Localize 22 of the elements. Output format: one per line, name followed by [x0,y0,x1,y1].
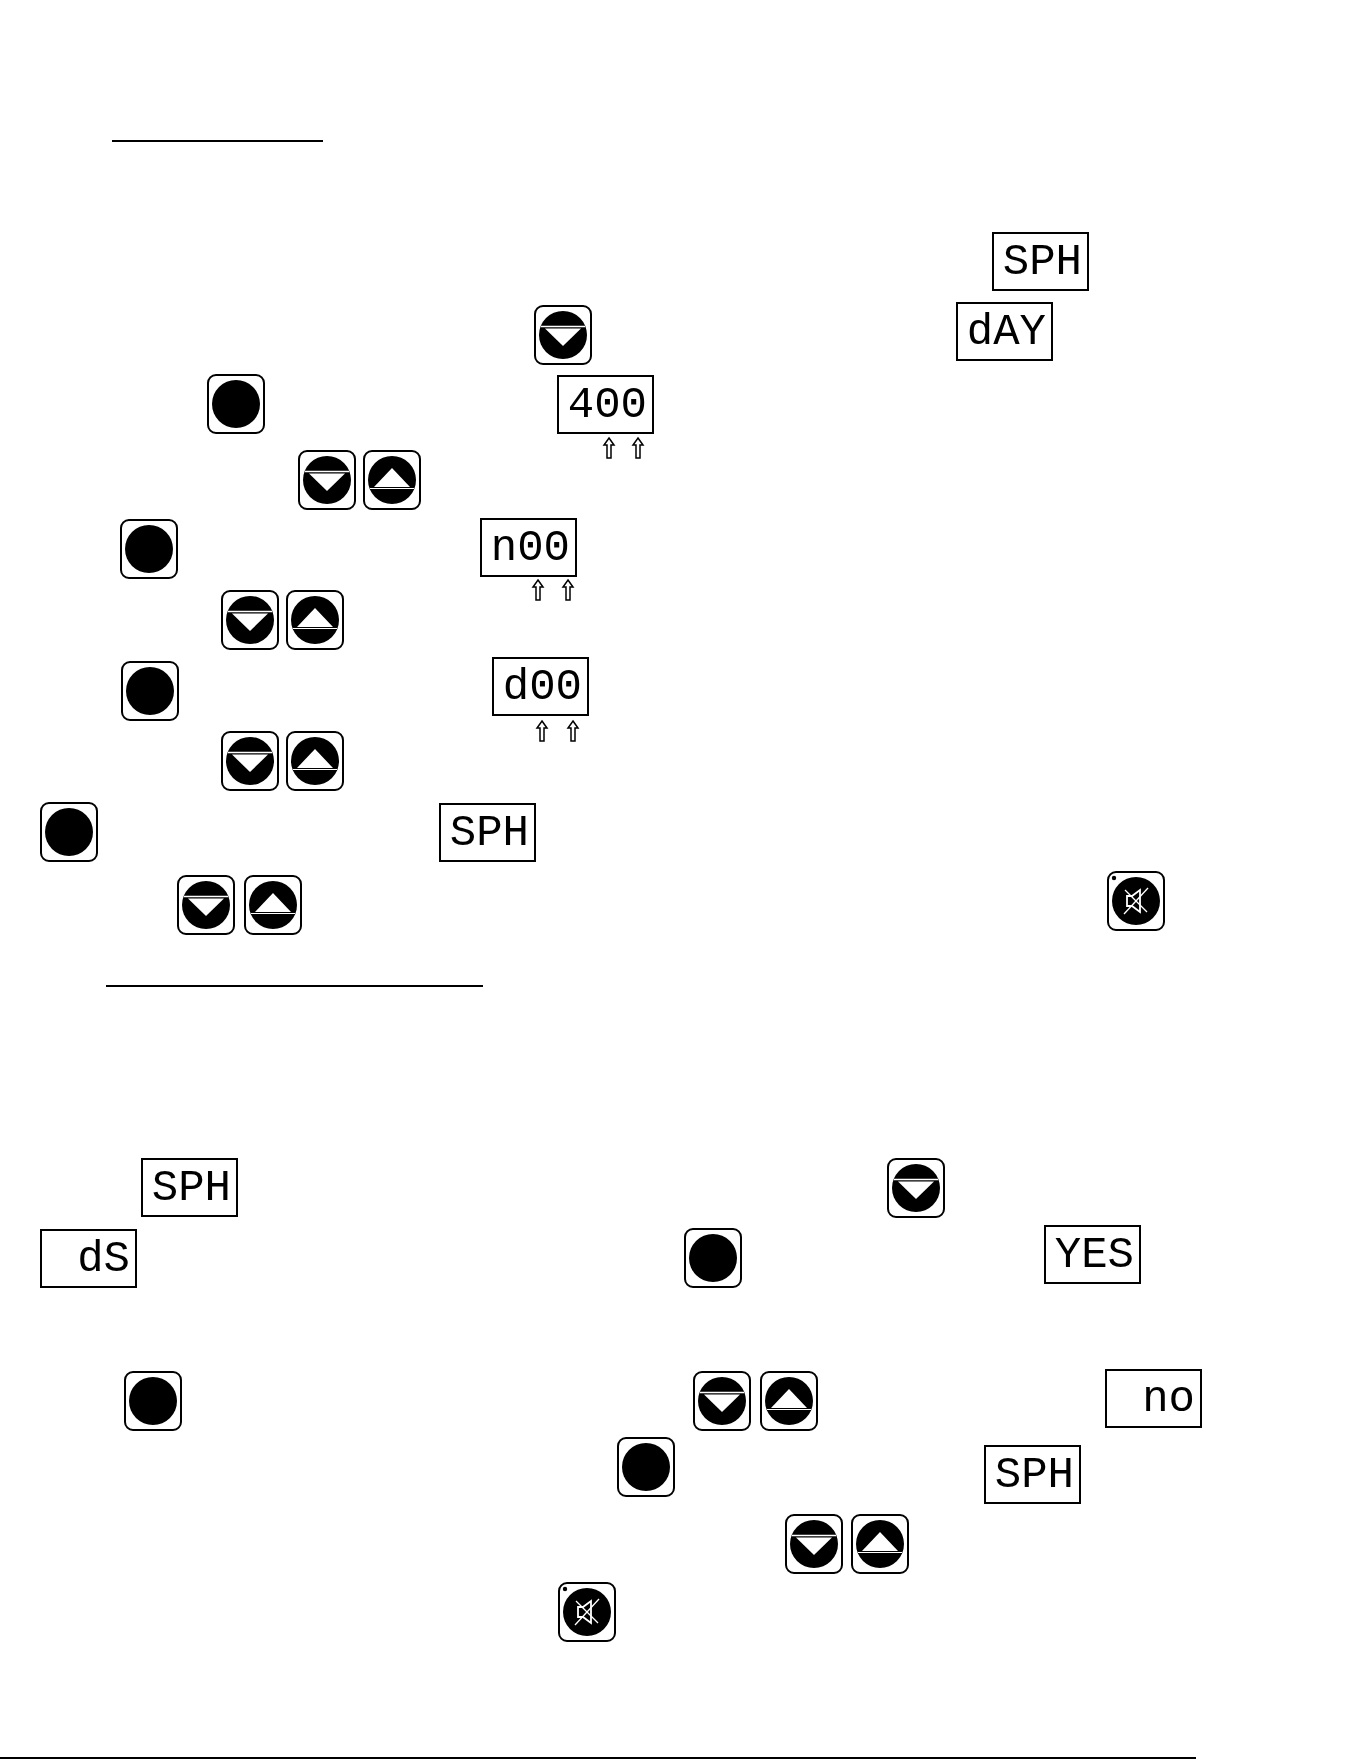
display-reading: 400 [567,381,647,428]
display-reading: d00 [502,663,582,710]
lcd-display [40,1229,137,1288]
display-reading: dS [77,1235,130,1282]
lcd-display [1105,1369,1202,1428]
lcd-display [956,302,1053,361]
display-reading: n00 [490,524,570,571]
display-reading: YES [1054,1231,1134,1278]
lcd-display [984,1445,1081,1504]
display-reading: SPH [151,1164,231,1211]
display-reading: dAY [966,308,1046,355]
lcd-display [492,657,589,716]
lcd-display [992,232,1089,291]
display-reading: SPH [994,1451,1074,1498]
lcd-display [141,1158,238,1217]
lcd-display [557,375,654,434]
lcd-display [480,518,577,577]
display-reading: SPH [1002,238,1082,285]
lcd-display [439,803,536,862]
lcd-display [1044,1225,1141,1284]
display-reading: SPH [449,809,529,856]
display-reading: no [1142,1375,1195,1422]
